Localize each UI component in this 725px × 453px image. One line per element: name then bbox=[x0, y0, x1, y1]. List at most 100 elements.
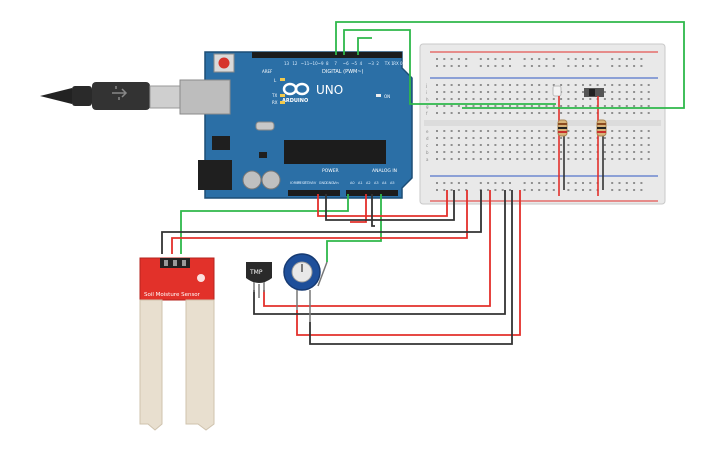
breadboard-hole[interactable] bbox=[479, 58, 482, 60]
breadboard-hole[interactable] bbox=[487, 105, 490, 107]
breadboard-hole[interactable] bbox=[640, 91, 643, 93]
breadboard-hole[interactable] bbox=[574, 65, 577, 67]
soil-moisture-sensor[interactable]: Soil Moisture Sensor bbox=[139, 257, 215, 431]
breadboard-hole[interactable] bbox=[640, 98, 643, 100]
potentiometer[interactable] bbox=[283, 253, 328, 322]
breadboard-hole[interactable] bbox=[479, 112, 482, 114]
breadboard-hole[interactable] bbox=[457, 137, 460, 139]
breadboard-hole[interactable] bbox=[494, 65, 497, 67]
breadboard-hole[interactable] bbox=[589, 98, 592, 100]
breadboard-hole[interactable] bbox=[443, 112, 446, 114]
breadboard-hole[interactable] bbox=[589, 189, 592, 191]
breadboard-hole[interactable] bbox=[457, 105, 460, 107]
breadboard-hole[interactable] bbox=[567, 158, 570, 160]
breadboard-hole[interactable] bbox=[603, 137, 606, 139]
breadboard-hole[interactable] bbox=[625, 189, 628, 191]
breadboard-hole[interactable] bbox=[450, 58, 453, 60]
breadboard-hole[interactable] bbox=[567, 58, 570, 60]
breadboard-hole[interactable] bbox=[443, 189, 446, 191]
breadboard-hole[interactable] bbox=[574, 105, 577, 107]
breadboard-hole[interactable] bbox=[545, 189, 548, 191]
breadboard-hole[interactable] bbox=[443, 144, 446, 146]
breadboard-hole[interactable] bbox=[479, 98, 482, 100]
breadboard-hole[interactable] bbox=[516, 158, 519, 160]
breadboard-hole[interactable] bbox=[618, 105, 621, 107]
breadboard-hole[interactable] bbox=[633, 105, 636, 107]
breadboard-hole[interactable] bbox=[443, 65, 446, 67]
breadboard-hole[interactable] bbox=[611, 84, 614, 86]
breadboard-hole[interactable] bbox=[523, 130, 526, 132]
breadboard-hole[interactable] bbox=[465, 130, 468, 132]
breadboard-hole[interactable] bbox=[436, 137, 438, 139]
breadboard-hole[interactable] bbox=[457, 158, 460, 160]
breadboard-hole[interactable] bbox=[443, 182, 446, 184]
breadboard-hole[interactable] bbox=[611, 98, 614, 100]
breadboard-hole[interactable] bbox=[618, 91, 621, 93]
breadboard-hole[interactable] bbox=[545, 105, 548, 107]
breadboard-hole[interactable] bbox=[582, 144, 584, 146]
breadboard-hole[interactable] bbox=[530, 137, 533, 139]
breadboard-hole[interactable] bbox=[472, 158, 475, 160]
breadboard-hole[interactable] bbox=[625, 91, 628, 93]
breadboard-hole[interactable] bbox=[450, 84, 453, 86]
breadboard-hole[interactable] bbox=[450, 130, 453, 132]
breadboard-hole[interactable] bbox=[472, 84, 475, 86]
breadboard-hole[interactable] bbox=[436, 130, 438, 132]
breadboard-hole[interactable] bbox=[530, 151, 533, 153]
breadboard-hole[interactable] bbox=[574, 189, 577, 191]
breadboard-hole[interactable] bbox=[487, 137, 490, 139]
breadboard-hole[interactable] bbox=[567, 182, 570, 184]
breadboard-hole[interactable] bbox=[465, 151, 468, 153]
breadboard-hole[interactable] bbox=[523, 84, 526, 86]
breadboard-hole[interactable] bbox=[603, 112, 606, 114]
breadboard-hole[interactable] bbox=[494, 189, 497, 191]
breadboard-hole[interactable] bbox=[457, 112, 460, 114]
breadboard-hole[interactable] bbox=[450, 158, 453, 160]
breadboard-hole[interactable] bbox=[443, 158, 446, 160]
breadboard-hole[interactable] bbox=[633, 130, 636, 132]
breadboard-hole[interactable] bbox=[552, 58, 555, 60]
breadboard-hole[interactable] bbox=[436, 58, 438, 60]
breadboard-hole[interactable] bbox=[640, 105, 643, 107]
breadboard-hole[interactable] bbox=[479, 137, 482, 139]
breadboard-hole[interactable] bbox=[465, 137, 468, 139]
resistor-1[interactable] bbox=[557, 119, 568, 137]
breadboard-hole[interactable] bbox=[611, 91, 614, 93]
breadboard-hole[interactable] bbox=[545, 137, 548, 139]
breadboard-hole[interactable] bbox=[633, 65, 636, 67]
breadboard-hole[interactable] bbox=[465, 84, 468, 86]
breadboard-hole[interactable] bbox=[436, 91, 438, 93]
breadboard-hole[interactable] bbox=[582, 112, 584, 114]
breadboard-hole[interactable] bbox=[618, 65, 621, 67]
breadboard-hole[interactable] bbox=[450, 91, 453, 93]
breadboard-hole[interactable] bbox=[509, 189, 511, 191]
breadboard-hole[interactable] bbox=[582, 189, 584, 191]
breadboard-hole[interactable] bbox=[633, 158, 636, 160]
breadboard-hole[interactable] bbox=[552, 98, 555, 100]
breadboard-hole[interactable] bbox=[633, 84, 636, 86]
breadboard-hole[interactable] bbox=[516, 84, 519, 86]
breadboard-hole[interactable] bbox=[560, 84, 563, 86]
breadboard-hole[interactable] bbox=[443, 105, 446, 107]
breadboard-hole[interactable] bbox=[552, 151, 555, 153]
breadboard-hole[interactable] bbox=[465, 158, 468, 160]
breadboard-hole[interactable] bbox=[582, 65, 584, 67]
breadboard-hole[interactable] bbox=[552, 182, 555, 184]
breadboard-hole[interactable] bbox=[647, 130, 650, 132]
breadboard-hole[interactable] bbox=[479, 91, 482, 93]
breadboard-hole[interactable] bbox=[611, 151, 614, 153]
breadboard-hole[interactable] bbox=[472, 151, 475, 153]
breadboard-hole[interactable] bbox=[523, 65, 526, 67]
breadboard-hole[interactable] bbox=[567, 65, 570, 67]
breadboard-hole[interactable] bbox=[603, 84, 606, 86]
breadboard-hole[interactable] bbox=[487, 58, 490, 60]
breadboard-hole[interactable] bbox=[487, 151, 490, 153]
breadboard-hole[interactable] bbox=[530, 91, 533, 93]
breadboard-hole[interactable] bbox=[472, 98, 475, 100]
breadboard-hole[interactable] bbox=[574, 84, 577, 86]
breadboard-hole[interactable] bbox=[494, 112, 497, 114]
breadboard-hole[interactable] bbox=[633, 58, 636, 60]
breadboard-hole[interactable] bbox=[640, 137, 643, 139]
breadboard-hole[interactable] bbox=[647, 98, 650, 100]
